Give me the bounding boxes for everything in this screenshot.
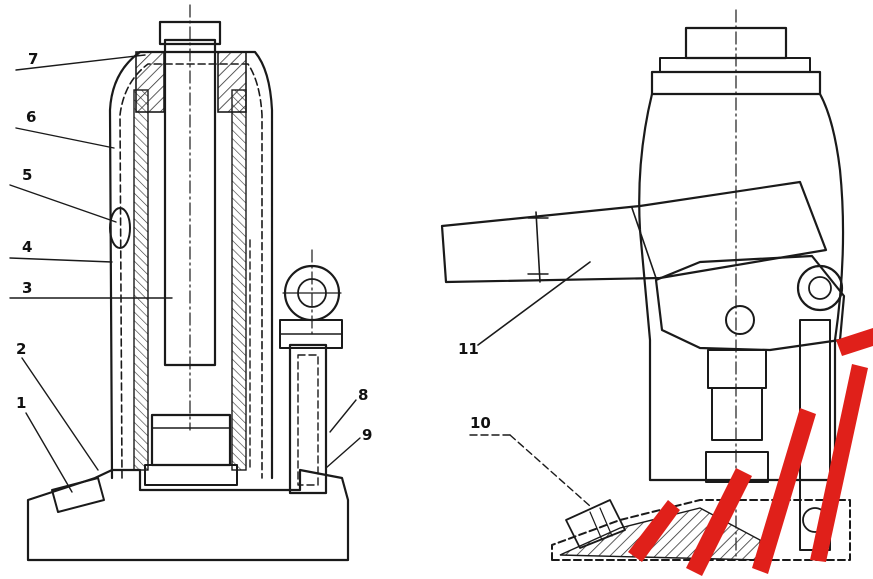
pump-socket: [654, 254, 846, 352]
pivot-pin-center: [725, 305, 755, 335]
lever-handle: [440, 180, 828, 284]
left-section-view: [9, 4, 361, 562]
pump-cylinder: [288, 343, 328, 495]
lever-seam: [631, 207, 657, 279]
pivot-pin-right: [796, 264, 844, 312]
pump-plunger: [297, 354, 319, 486]
label-10: 10: [470, 414, 491, 432]
label-2: 2: [16, 340, 26, 358]
release-valve-thread-1: [589, 511, 603, 541]
label-11: 11: [458, 340, 479, 358]
top-seal-right: [217, 51, 247, 113]
label-4: 4: [22, 238, 32, 256]
lever-band-1: [535, 211, 541, 283]
top-seal-left: [135, 51, 165, 113]
left-wall-hatch: [133, 89, 149, 471]
right-top-flange: [659, 57, 811, 73]
pump-stack-2: [711, 387, 763, 441]
leader-11: [477, 261, 591, 346]
label-9: 9: [362, 426, 372, 444]
label-3: 3: [22, 279, 32, 297]
label-6: 6: [26, 108, 36, 126]
piston-head: [150, 413, 232, 467]
right-base: [551, 499, 851, 561]
piston-base-plate: [144, 464, 238, 486]
left-leader-lines: [9, 54, 361, 493]
pump-stack-1: [707, 349, 767, 389]
leader-10-b: [509, 434, 591, 507]
label-8: 8: [358, 386, 368, 404]
outer-housing-inner-wall: [119, 63, 263, 479]
right-wall-hatch: [231, 89, 247, 471]
label-7: 7: [28, 50, 38, 68]
watermark-strokes: [628, 328, 873, 576]
pivot-pin-right-inner: [808, 276, 832, 300]
label-5: 5: [22, 166, 32, 184]
release-valve-thread-2: [599, 507, 613, 537]
filler-plug: [109, 207, 131, 249]
release-valve: [565, 499, 626, 549]
release-screw: [51, 477, 105, 513]
label-1: 1: [16, 394, 26, 412]
